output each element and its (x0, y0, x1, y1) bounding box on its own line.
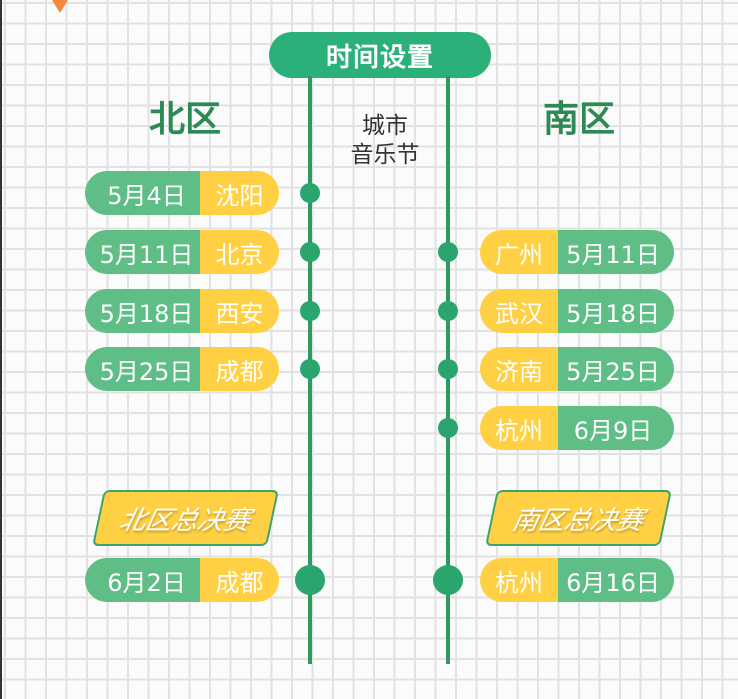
north-event-1: 5月11日北京 (85, 230, 279, 274)
event-city: 济南 (480, 347, 558, 391)
event-date: 5月11日 (85, 230, 200, 274)
event-city: 北京 (200, 230, 279, 274)
event-city: 武汉 (480, 289, 558, 333)
event-city: 成都 (200, 347, 279, 391)
event-date: 5月18日 (85, 289, 200, 333)
orange-marker-icon (52, 0, 68, 13)
event-date: 6月9日 (558, 406, 674, 450)
timeline-final-dot (295, 565, 325, 595)
event-city: 西安 (200, 289, 279, 333)
timeline-dot (438, 242, 458, 262)
north-final-label: 北区总决赛 (92, 490, 279, 546)
timeline-dot (438, 418, 458, 438)
timeline-label-line: 城市 (362, 113, 408, 139)
event-city: 成都 (200, 558, 279, 602)
event-date: 5月25日 (558, 347, 674, 391)
event-date: 6月16日 (558, 558, 674, 602)
event-city: 杭州 (480, 558, 558, 602)
north-zone-title: 北区 (148, 99, 221, 140)
south-zone-title: 南区 (542, 99, 615, 140)
timeline-label: 城市音乐节 (332, 112, 438, 170)
timeline-dot (300, 242, 320, 262)
north-event-2: 5月18日西安 (85, 289, 279, 333)
timeline-label-line: 音乐节 (350, 142, 420, 168)
event-city: 沈阳 (200, 171, 279, 215)
timeline-dot (300, 183, 320, 203)
event-date: 5月25日 (85, 347, 200, 391)
south-final-label: 南区总决赛 (485, 490, 672, 546)
north-event-3: 5月25日成都 (85, 347, 279, 391)
north-final-event: 6月2日成都 (85, 558, 279, 602)
page-title: 时间设置 (269, 32, 491, 78)
timeline-dot (300, 301, 320, 321)
timeline-dot (300, 359, 320, 379)
event-date: 5月11日 (558, 230, 674, 274)
north-event-0: 5月4日沈阳 (85, 171, 279, 215)
timeline-dot (438, 359, 458, 379)
event-date: 5月18日 (558, 289, 674, 333)
event-city: 杭州 (480, 406, 558, 450)
event-city: 广州 (480, 230, 558, 274)
timeline-final-dot (433, 565, 463, 595)
event-date: 5月4日 (85, 171, 200, 215)
event-date: 6月2日 (85, 558, 200, 602)
timeline-dot (438, 301, 458, 321)
